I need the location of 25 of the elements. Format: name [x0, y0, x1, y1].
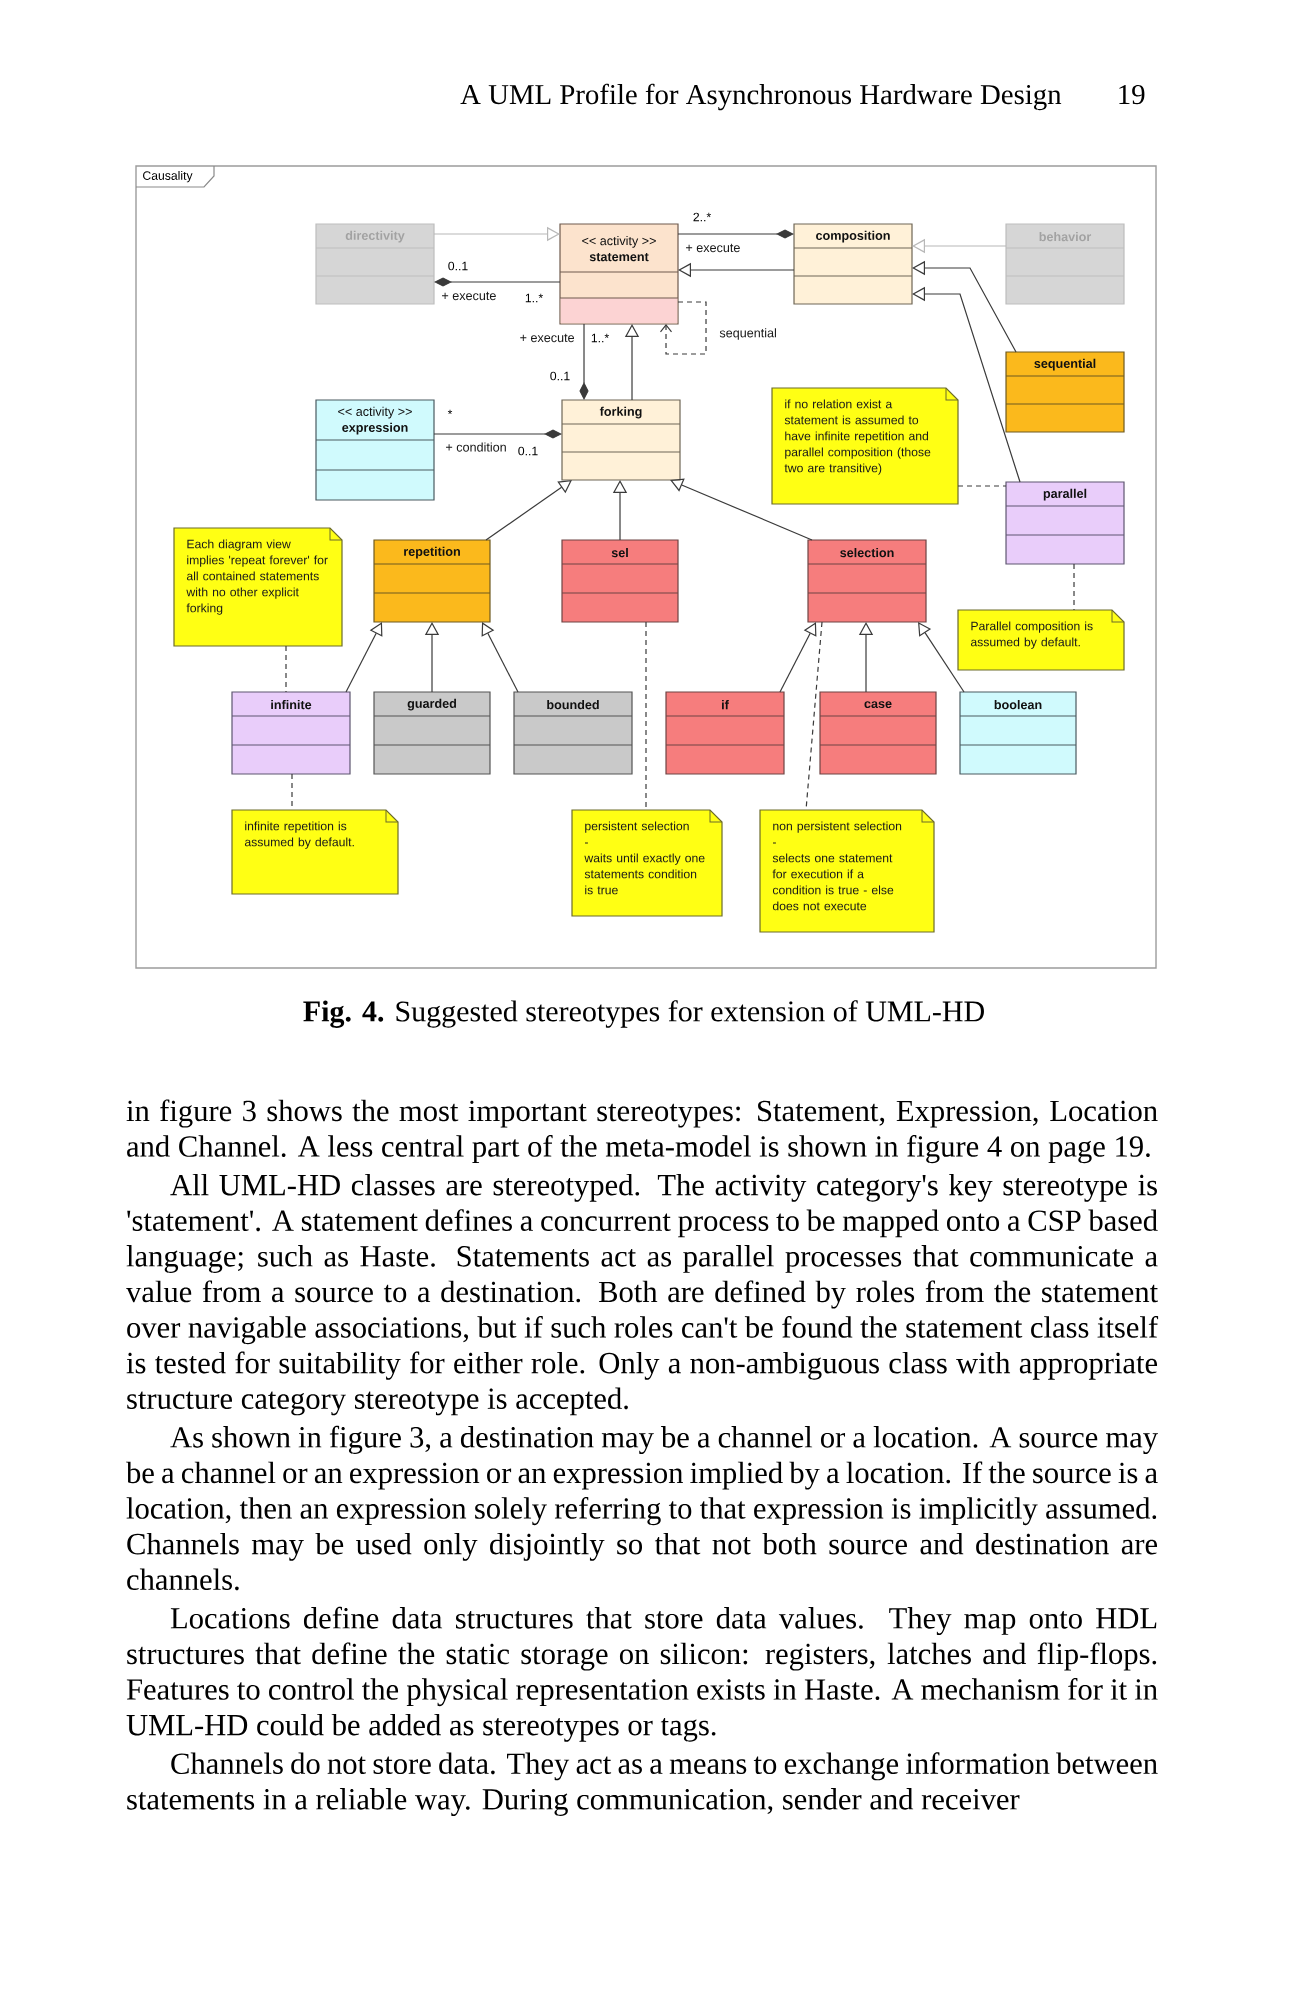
page-number: 19 [1119, 84, 1145, 105]
figure-caption: Fig. 4. Suggested stereotypes for extension of UML-HD [303, 1000, 984, 1028]
inheritance-arrow [481, 622, 519, 693]
dashed-connector [1073, 563, 1075, 611]
body-paragraph: Locations define data structures that store data values. They map onto HDL structures that define the static storage on silicon: registers, latches and flip-flops. Features to control the physical representation exists in Haste. A mechanism for it in UML-HD could be added as stereotypes or tags. [126, 1606, 1158, 1742]
body-paragraph: in figure 3 shows the most important stereotypes: Statement, Expression, Location and Channel. A less central part of the meta-model is shown in figure 4 on page 19. [126, 1099, 1158, 1164]
dashed-connector [957, 485, 1007, 487]
body-paragraph: Channels do not store data. They act as a means to exchange information between statements in a reliable way. During communication, sender and receiver [127, 1752, 1158, 1816]
composition-line [677, 229, 794, 239]
dashed-connector [645, 621, 647, 811]
composition-line [433, 429, 562, 439]
inheritance-arrow [918, 622, 965, 693]
dashed-connector [285, 645, 287, 693]
composition-line [434, 277, 561, 287]
dependency-arrow [659, 301, 707, 355]
inheritance-arrow [345, 622, 383, 693]
inheritance-arrow [485, 480, 572, 541]
body-paragraph: All UML-HD classes are stereotyped. The activity category's key stereotype is 'statement'. A statement defines a concurrent process to be mapped onto a CSP based language; such as Haste. Statements act as parallel processes that communicate a value from a source to a destination. Both are defined by roles from the statement over navigable associations, but if such roles can't be found the statement class itself is tested for suitability for either role. Only a non-ambiguous class with appropriate structure category stereotype is accepted. [126, 1173, 1159, 1416]
body-paragraph: As shown in figure 3, a destination may be a channel or a location. A source may be a channel or an expression or an expression implied by a location. If the source is a location, then an expression solely referring to that expression is implicitly assumed. Channels may be used only disjointly so that not both source and destination are channels. [126, 1425, 1158, 1591]
composition-line [579, 323, 589, 400]
inheritance-arrow [670, 478, 813, 541]
inheritance-arrow [779, 622, 817, 693]
dashed-connector [805, 621, 823, 811]
dashed-connector [291, 773, 293, 811]
running-header: A UML Profile for Asynchronous Hardware Design [460, 83, 1062, 111]
